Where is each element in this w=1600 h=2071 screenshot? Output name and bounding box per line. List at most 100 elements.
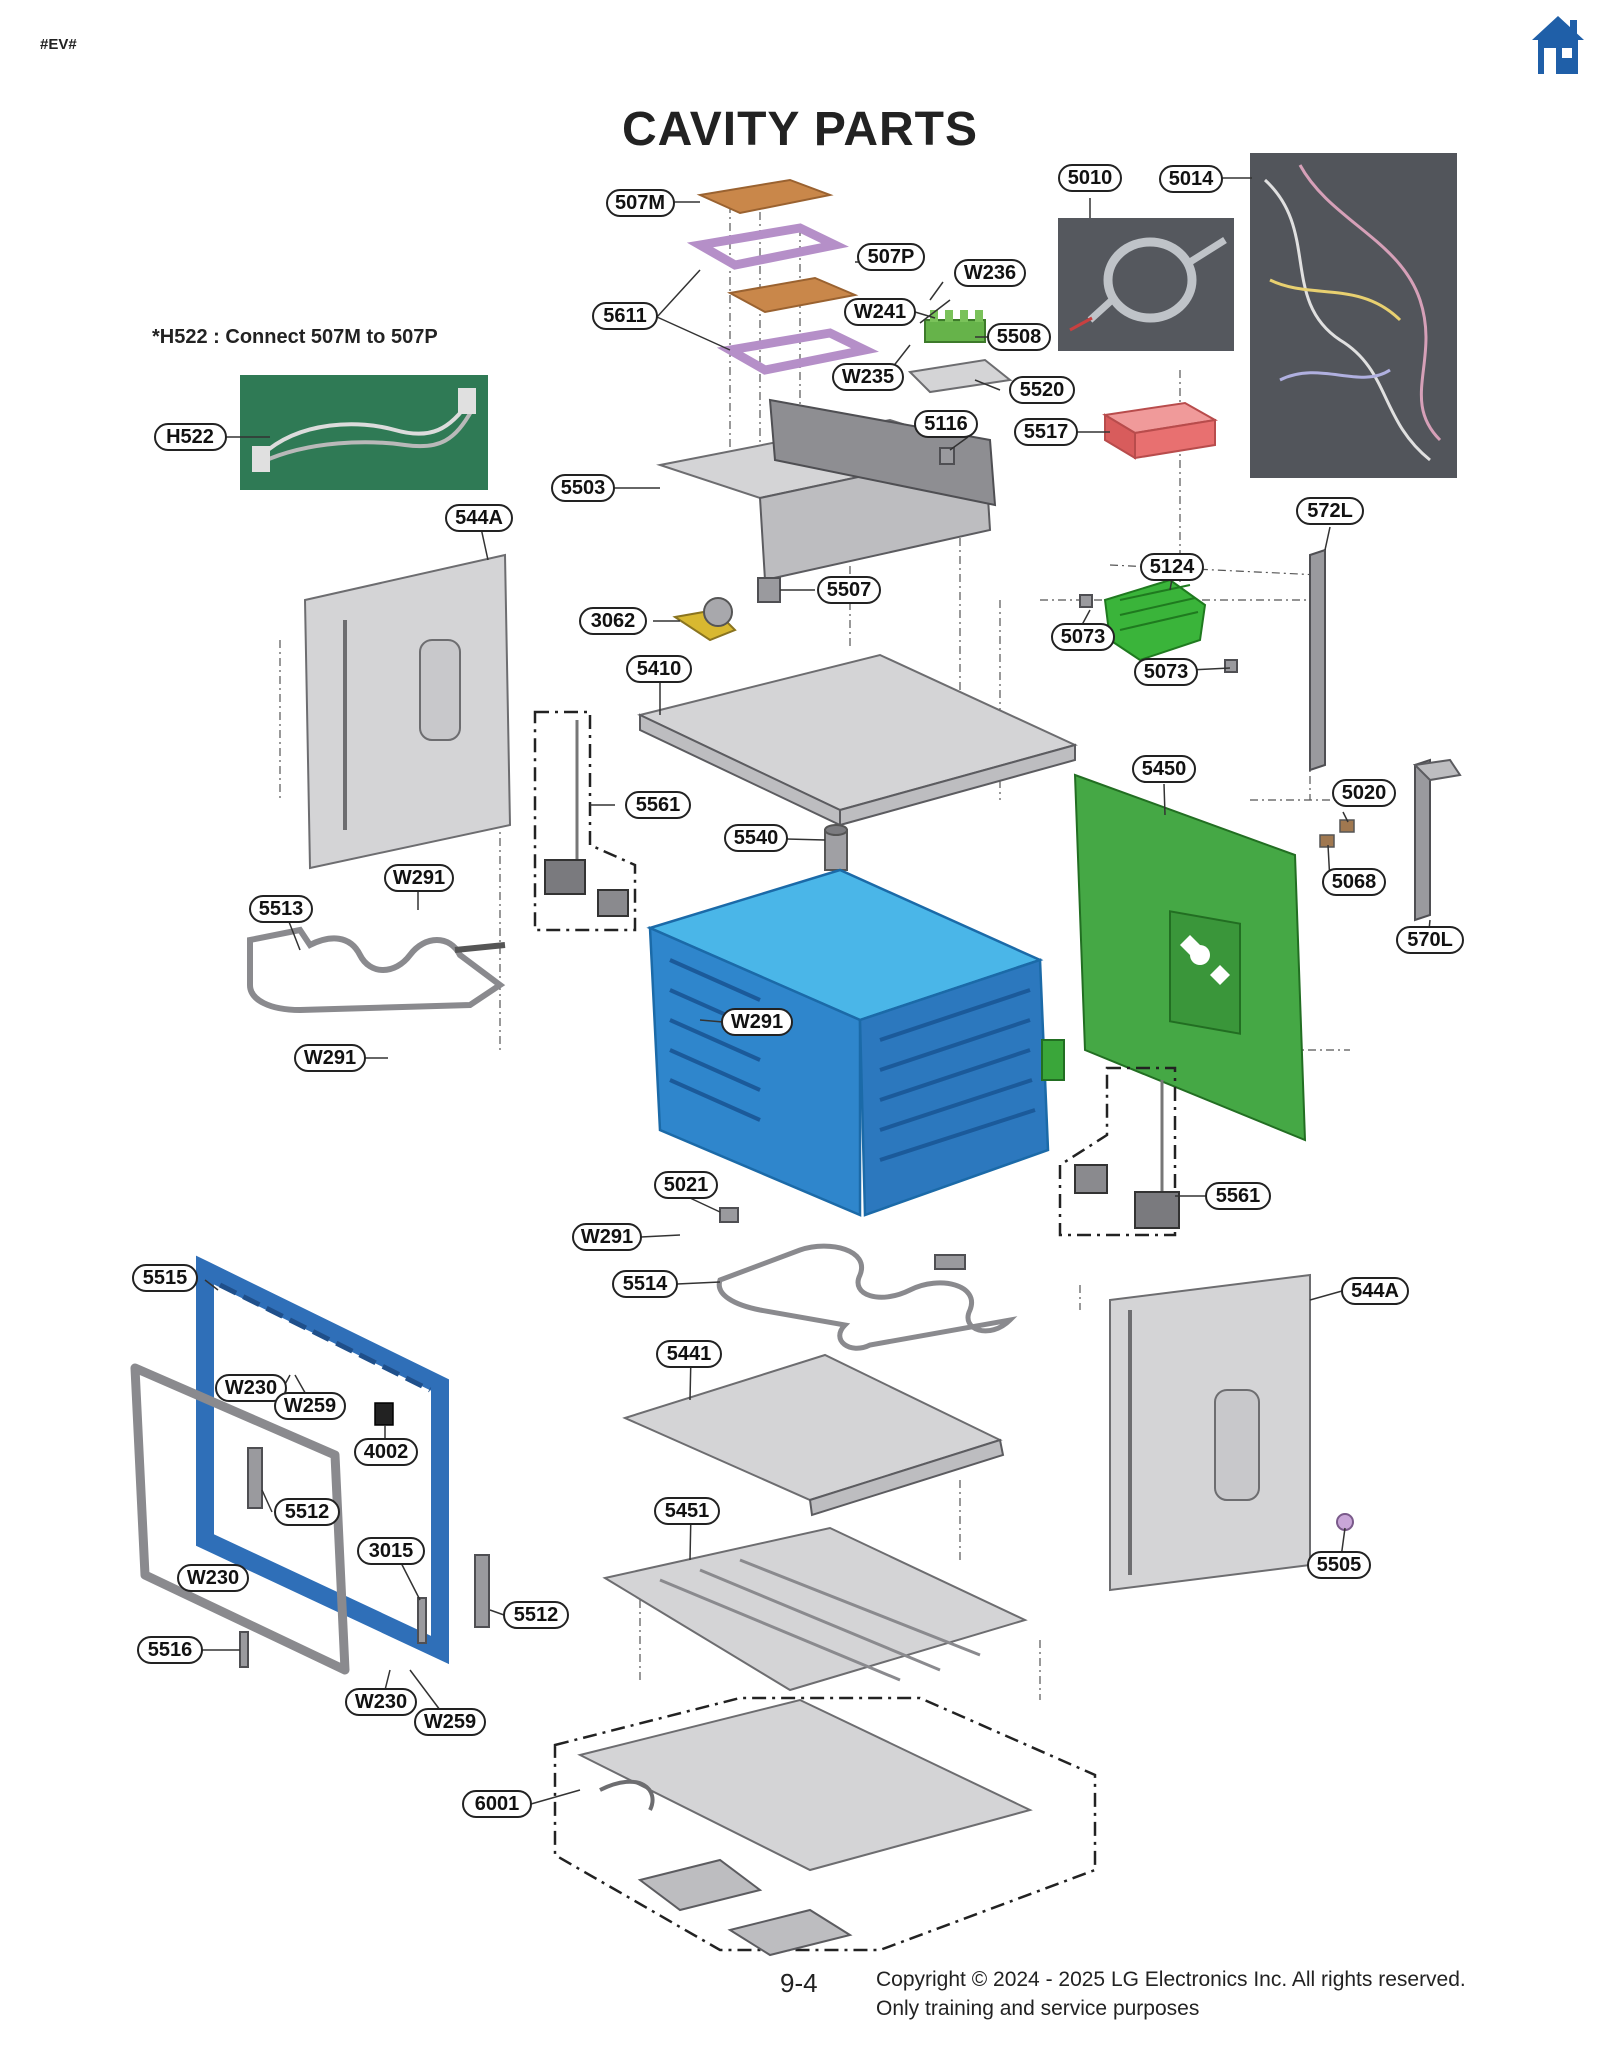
svg-text:5020: 5020 (1342, 782, 1387, 804)
label-5540: 5540 (724, 824, 788, 852)
label-5014: 5014 (1159, 165, 1223, 193)
home-icon[interactable] (1530, 14, 1586, 76)
oven-cavity (646, 868, 1065, 1217)
label-572l: 572L (1296, 497, 1364, 525)
probe-5561-lower (1058, 1066, 1180, 1237)
svg-text:4002: 4002 (364, 1441, 409, 1463)
svg-text:W230: W230 (187, 1567, 239, 1589)
side-panel-544a-right (1109, 1273, 1311, 1592)
label-5010: 5010 (1058, 164, 1122, 192)
svg-text:5021: 5021 (664, 1174, 709, 1196)
svg-text:5116: 5116 (924, 413, 967, 435)
label-507m: 507M (606, 189, 675, 217)
label-w235: W235 (832, 363, 904, 391)
label-5073-b: 5073 (1134, 658, 1198, 686)
label-3015: 3015 (357, 1537, 425, 1565)
svg-text:544A: 544A (455, 507, 503, 529)
duct-5540 (824, 824, 848, 871)
svg-text:5517: 5517 (1024, 421, 1069, 443)
terminal-block-5508 (924, 310, 986, 343)
doc-tag: #EV# (40, 36, 77, 53)
label-5507: 5507 (817, 576, 881, 604)
label-5611: 5611 (592, 302, 658, 330)
label-5512-a: 5512 (274, 1498, 340, 1526)
label-w230-b: W230 (177, 1564, 249, 1592)
mid-panel-5410 (637, 653, 1078, 827)
label-w241: W241 (844, 298, 916, 326)
rail-570l (1414, 758, 1431, 922)
bracket-5611-upper (686, 223, 849, 270)
svg-text:W230: W230 (355, 1691, 407, 1713)
svg-text:W291: W291 (304, 1047, 356, 1069)
conduit-photo (1058, 218, 1234, 351)
svg-text:5505: 5505 (1317, 1554, 1362, 1576)
label-5073-a: 5073 (1051, 623, 1115, 651)
svg-text:W291: W291 (731, 1011, 783, 1033)
label-w230-c: W230 (345, 1688, 417, 1716)
svg-text:5507: 5507 (827, 579, 872, 601)
element-bracket-5514 (934, 1254, 966, 1270)
sensor-5116 (939, 447, 955, 465)
label-5068: 5068 (1322, 868, 1386, 896)
label-w291-c: W291 (294, 1044, 366, 1072)
insulation-pad-507p (727, 276, 859, 314)
svg-text:3015: 3015 (369, 1540, 414, 1562)
label-3062: 3062 (579, 607, 647, 635)
svg-text:W230: W230 (225, 1377, 277, 1399)
svg-text:6001: 6001 (475, 1793, 520, 1815)
label-w236: W236 (954, 259, 1026, 287)
label-544a-right: 544A (1341, 1277, 1409, 1305)
svg-text:W236: W236 (964, 262, 1016, 284)
svg-text:5450: 5450 (1142, 758, 1187, 780)
label-5514: 5514 (612, 1270, 678, 1298)
door-frame-5515 (196, 1255, 449, 1665)
label-5517: 5517 (1014, 418, 1078, 446)
label-w291-d: W291 (572, 1223, 642, 1251)
svg-text:5513: 5513 (259, 898, 304, 920)
label-w259-a: W259 (274, 1392, 346, 1420)
svg-text:5512: 5512 (285, 1501, 330, 1523)
label-4002: 4002 (354, 1438, 418, 1466)
label-w230-a: W230 (215, 1374, 287, 1402)
label-h522: H522 (154, 423, 227, 451)
part-5505 (1336, 1513, 1354, 1531)
part-5020 (1339, 819, 1355, 833)
svg-text:5068: 5068 (1332, 871, 1377, 893)
label-570l: 570L (1396, 926, 1464, 954)
svg-text:5611: 5611 (603, 305, 646, 327)
h522-harness-photo (240, 375, 488, 490)
label-w291-a: W291 (384, 864, 454, 892)
broil-element-5513 (247, 926, 506, 1014)
svg-text:W259: W259 (424, 1711, 476, 1733)
svg-text:W259: W259 (284, 1395, 336, 1417)
label-5516: 5516 (137, 1636, 203, 1664)
connection-note: *H522 : Connect 507M to 507P (152, 326, 438, 348)
svg-text:572L: 572L (1307, 500, 1353, 522)
door-gasket-5516 (130, 1363, 350, 1675)
side-panel-544a-left (303, 553, 512, 870)
motor-3062 (672, 597, 737, 642)
bracket-5611-lower (716, 328, 879, 375)
svg-text:544A: 544A (1351, 1280, 1399, 1302)
plate-5520 (907, 358, 1013, 394)
rail-570l-top (1412, 758, 1462, 782)
copyright-line-1: Copyright © 2024 - 2025 LG Electronics I… (876, 1968, 1466, 1991)
hinge-5512-a (247, 1447, 263, 1509)
label-5410: 5410 (626, 655, 692, 683)
label-w291-b: W291 (721, 1008, 793, 1036)
label-5450: 5450 (1132, 755, 1196, 783)
label-5021: 5021 (654, 1171, 718, 1199)
probe-5561-upper (533, 710, 637, 932)
label-5020: 5020 (1332, 779, 1396, 807)
svg-text:5540: 5540 (734, 827, 779, 849)
label-5508: 5508 (987, 323, 1051, 351)
label-5561-upper: 5561 (625, 791, 691, 819)
label-w259-b: W259 (414, 1708, 486, 1736)
part-5068 (1319, 834, 1335, 848)
latch-4002 (374, 1402, 394, 1426)
svg-text:W235: W235 (842, 366, 894, 388)
part-3015 (417, 1597, 427, 1644)
svg-text:5451: 5451 (665, 1500, 710, 1522)
page-number: 9-4 (780, 1968, 818, 1998)
svg-text:W291: W291 (581, 1226, 633, 1248)
